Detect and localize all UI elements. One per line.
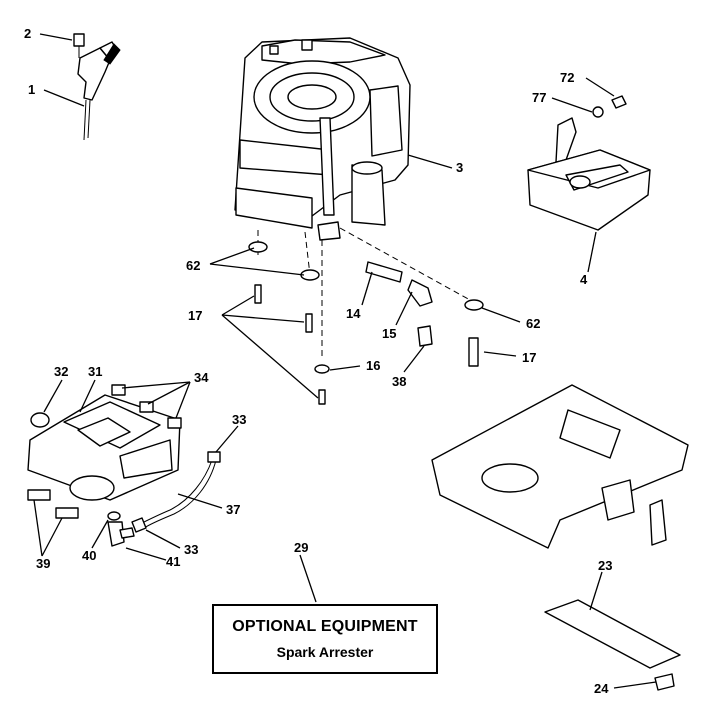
optional-equipment-title: OPTIONAL EQUIPMENT	[232, 618, 418, 635]
bolt-part	[254, 284, 479, 405]
callout-32: 32	[54, 364, 68, 379]
hidden-line	[304, 231, 311, 276]
callout-1: 1	[28, 82, 35, 97]
callout-77: 77	[532, 90, 546, 105]
callout-31: 31	[88, 364, 102, 379]
callout-40: 40	[82, 548, 96, 563]
plate-part	[544, 599, 681, 669]
optional-equipment-box: OPTIONAL EQUIPMENT Spark Arrester	[212, 604, 438, 674]
engine-part	[234, 37, 411, 241]
callout-15: 15	[382, 326, 396, 341]
callout-14: 14	[346, 306, 361, 321]
callout-23: 23	[598, 558, 612, 573]
cap-part	[30, 412, 50, 428]
washer-part	[248, 241, 484, 374]
callout-labels: 2 1 3 72 77 4 62 17 14 15 62 16 38 17 32…	[24, 26, 612, 696]
valve-part	[107, 511, 135, 547]
callout-41: 41	[166, 554, 180, 569]
callout-16: 16	[366, 358, 380, 373]
hidden-line	[339, 227, 471, 301]
deck-assembly-part	[27, 394, 181, 501]
callout-24: 24	[594, 681, 609, 696]
callout-17: 17	[188, 308, 202, 323]
callout-34: 34	[194, 370, 209, 385]
callout-3: 3	[456, 160, 463, 175]
callout-38: 38	[392, 374, 406, 389]
spark-arrester-label: Spark Arrester	[276, 644, 374, 660]
hose-part	[131, 451, 221, 533]
callout-72: 72	[560, 70, 574, 85]
callout-33: 33	[232, 412, 246, 427]
pad-part	[27, 384, 182, 519]
screw-part	[654, 673, 675, 691]
callout-37: 37	[226, 502, 240, 517]
fuel-fitting-part	[365, 261, 433, 347]
callout-2: 2	[24, 26, 31, 41]
leader-lines	[33, 33, 657, 689]
frame-part	[431, 384, 689, 549]
callout-17: 17	[522, 350, 536, 365]
callout-33: 33	[184, 542, 198, 557]
callout-4: 4	[580, 272, 588, 287]
muffler-part	[527, 117, 651, 231]
throttle-control-part	[73, 33, 121, 141]
callout-29: 29	[294, 540, 308, 555]
callout-39: 39	[36, 556, 50, 571]
callout-62: 62	[186, 258, 200, 273]
callout-62: 62	[526, 316, 540, 331]
muffler-bolt-part	[592, 95, 627, 118]
